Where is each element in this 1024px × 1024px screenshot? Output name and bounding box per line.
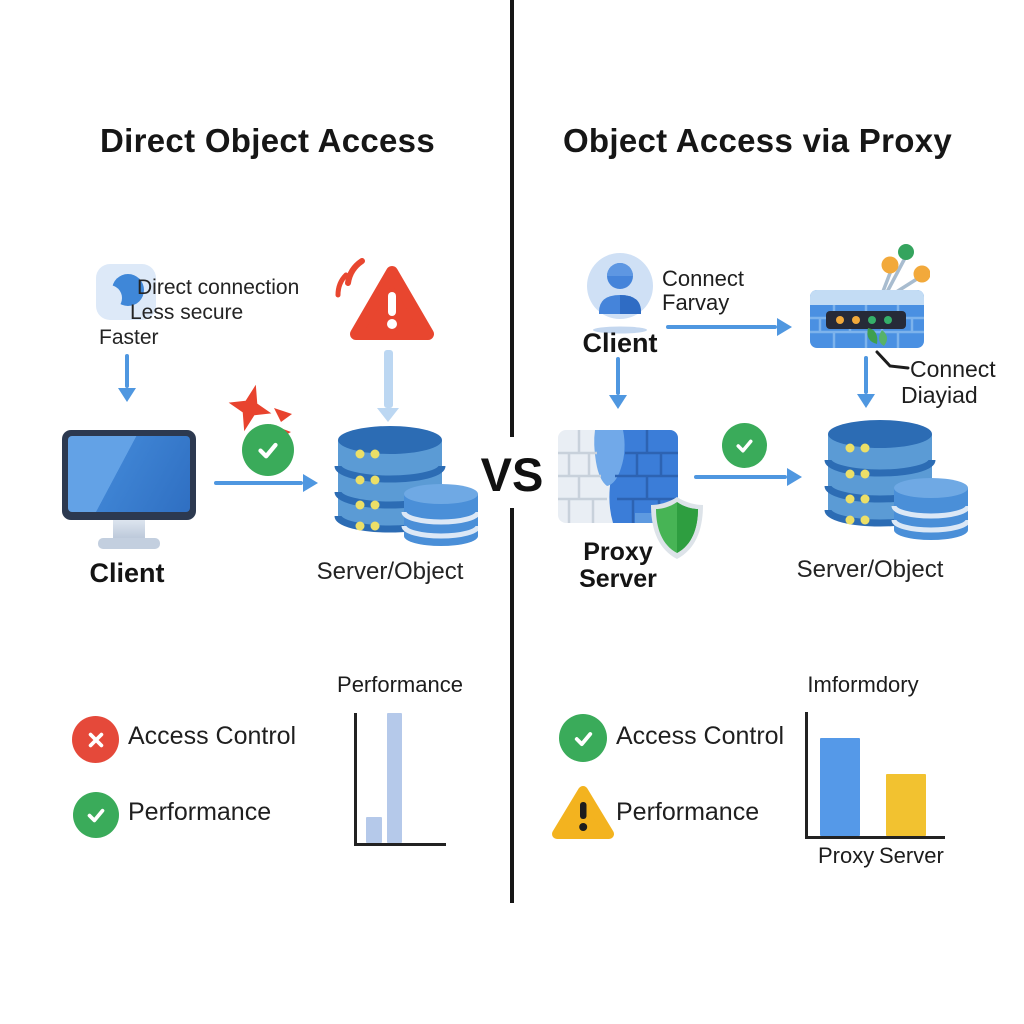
left-chart-bar-2 [387, 713, 402, 843]
leader-line [874, 350, 910, 381]
left-client-label: Client [89, 558, 165, 588]
left-panel-title: Direct Object Access [100, 122, 435, 159]
person-icon [587, 252, 653, 339]
right-chart-x-axis [805, 836, 945, 839]
check-circle-icon [559, 714, 607, 762]
left-note-direct-connection: Direct connection [137, 276, 300, 299]
monitor-screen [68, 436, 190, 512]
left-chart-y-axis [354, 713, 357, 846]
right-chart-bar-proxy [820, 738, 860, 836]
right-server-label: Server/Object [796, 556, 944, 583]
divider-line-top [510, 0, 514, 437]
firewall-wall-icon [557, 429, 679, 529]
right-appliance-note-line2: Diayiad [901, 382, 978, 408]
left-chart-title: Performance [337, 672, 463, 697]
right-appliance-note-line1: Connect [910, 356, 996, 382]
left-note-less-secure: Less secure [130, 301, 244, 324]
warning-triangle-yellow-icon [551, 784, 615, 847]
vs-label: VS [480, 448, 544, 501]
arrow-down-icon [857, 356, 875, 408]
right-feature-access-control: Access Control [616, 722, 785, 750]
check-circle-icon [722, 423, 767, 468]
left-feature-access-control: Access Control [128, 722, 297, 750]
right-chart-category-server: Server [879, 843, 944, 868]
right-client-label: Client [582, 328, 658, 358]
right-chart-category-proxy: Proxy [818, 843, 875, 868]
arrow-down-light-icon [377, 350, 399, 422]
arrow-down-icon [609, 357, 627, 409]
monitor-icon [62, 430, 196, 549]
monitor-base [98, 538, 160, 549]
arrow-down-icon [118, 354, 136, 402]
database-icon [328, 420, 481, 557]
right-panel-title: Object Access via Proxy [562, 122, 953, 159]
chat-bubble-icon [96, 264, 156, 320]
left-feature-performance: Performance [128, 798, 272, 826]
arrow-right-icon [694, 467, 802, 487]
arrow-right-icon [666, 317, 792, 337]
right-chart-bars [808, 712, 945, 836]
right-chart-y-axis [805, 712, 808, 839]
check-circle-icon [242, 424, 294, 476]
left-chart-bars [357, 713, 445, 843]
right-chart-title: Imformdory [807, 672, 919, 697]
shield-icon [648, 495, 706, 566]
left-note-faster: Faster [99, 326, 159, 349]
cross-circle-icon [72, 716, 119, 763]
left-chart-bar-1 [366, 817, 382, 843]
check-circle-icon [73, 792, 119, 838]
right-feature-performance: Performance [616, 798, 760, 826]
database-icon [818, 414, 971, 551]
right-client-note-line1: Connect [662, 266, 744, 291]
chat-bubble-glyph [106, 274, 144, 311]
warning-triangle-red-icon [348, 262, 436, 351]
right-proxy-label-line2: Server [579, 565, 657, 593]
left-server-label: Server/Object [316, 558, 464, 585]
right-proxy-label-line1: Proxy [583, 538, 653, 566]
left-chart-x-axis [354, 843, 446, 846]
monitor-neck [113, 520, 145, 540]
divider-line-bottom [510, 508, 514, 903]
arrow-right-icon [214, 473, 318, 493]
alert-accent-strokes-icon [330, 255, 370, 312]
right-client-note-line2: Farvay [662, 290, 730, 315]
right-chart-bar-server [886, 774, 926, 836]
firewall-appliance-icon [804, 240, 931, 357]
